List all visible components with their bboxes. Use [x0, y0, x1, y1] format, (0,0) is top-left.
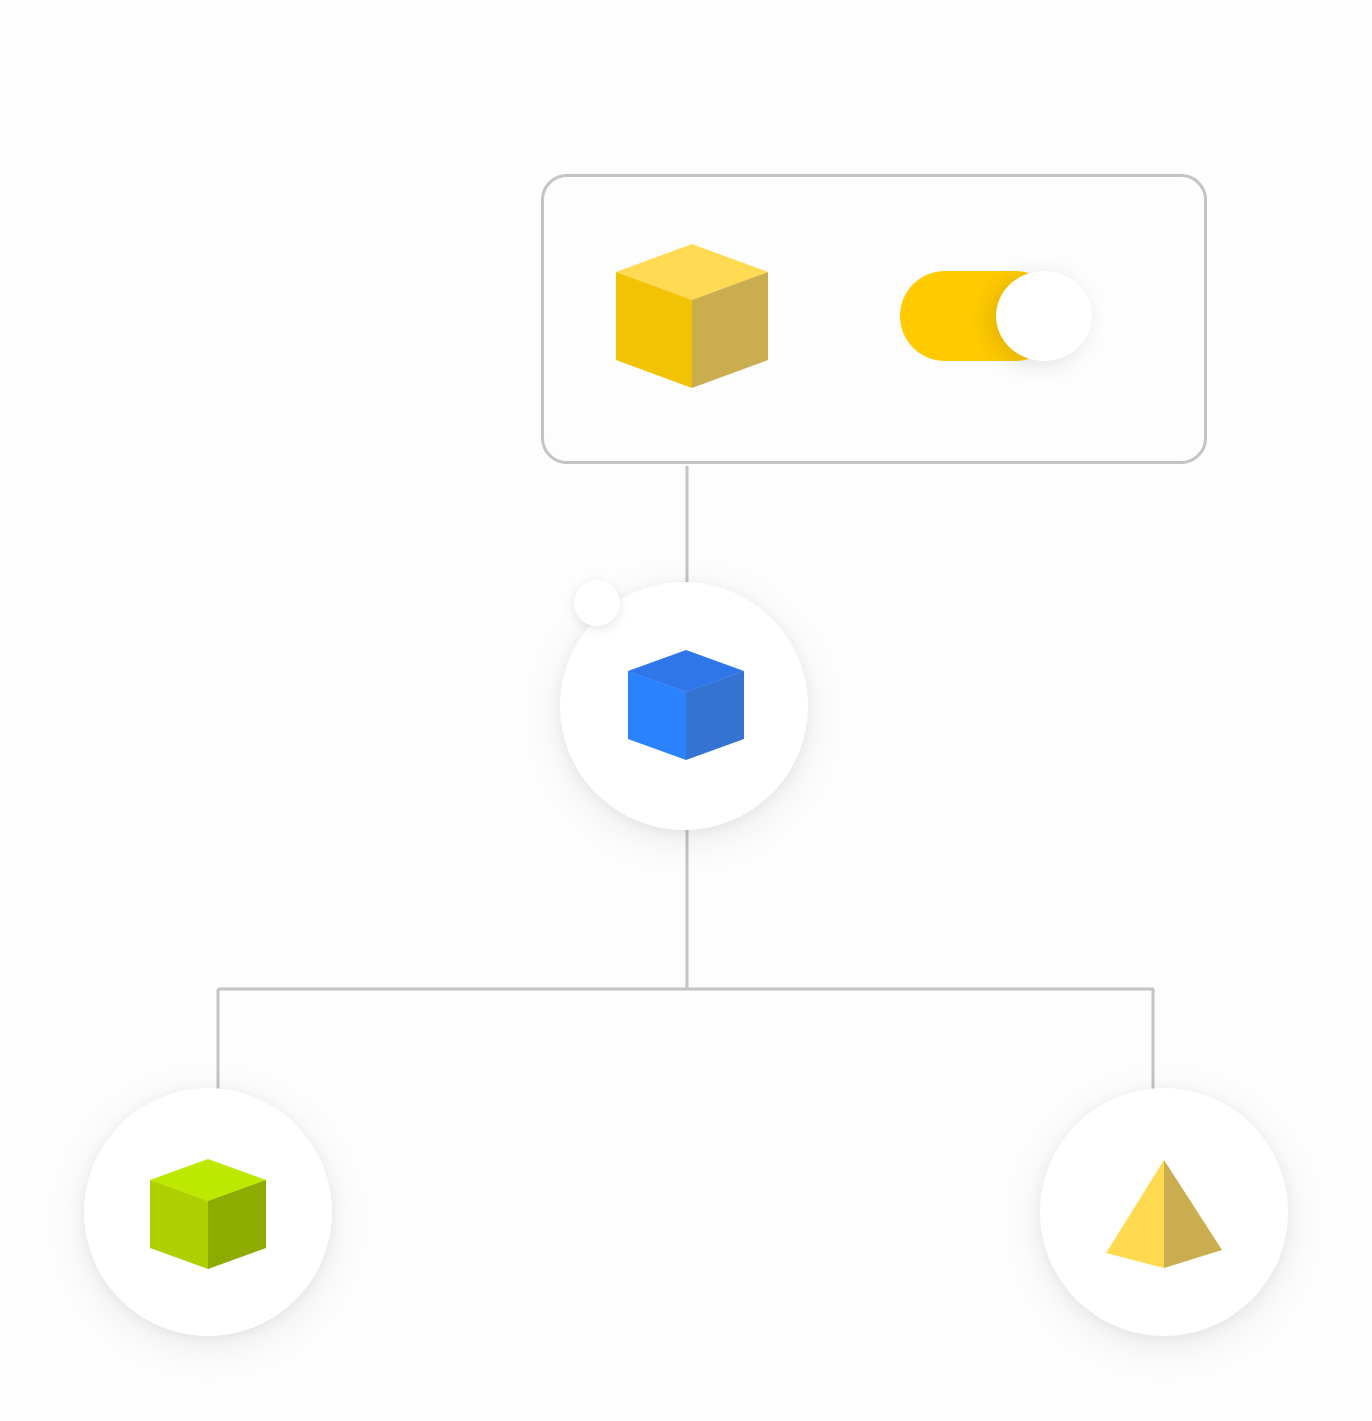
toggle-knob: [996, 271, 1092, 361]
status-dot: [574, 580, 620, 626]
yellow-pyramid-icon: [1106, 1160, 1222, 1268]
toggle-switch[interactable]: [900, 271, 1094, 361]
left-child-node[interactable]: [84, 1088, 332, 1336]
yellow-cube-icon: [616, 244, 768, 388]
blue-cube-icon: [628, 650, 744, 760]
top-card: [541, 174, 1207, 464]
right-child-node[interactable]: [1040, 1088, 1288, 1336]
green-cube-icon: [150, 1159, 266, 1269]
